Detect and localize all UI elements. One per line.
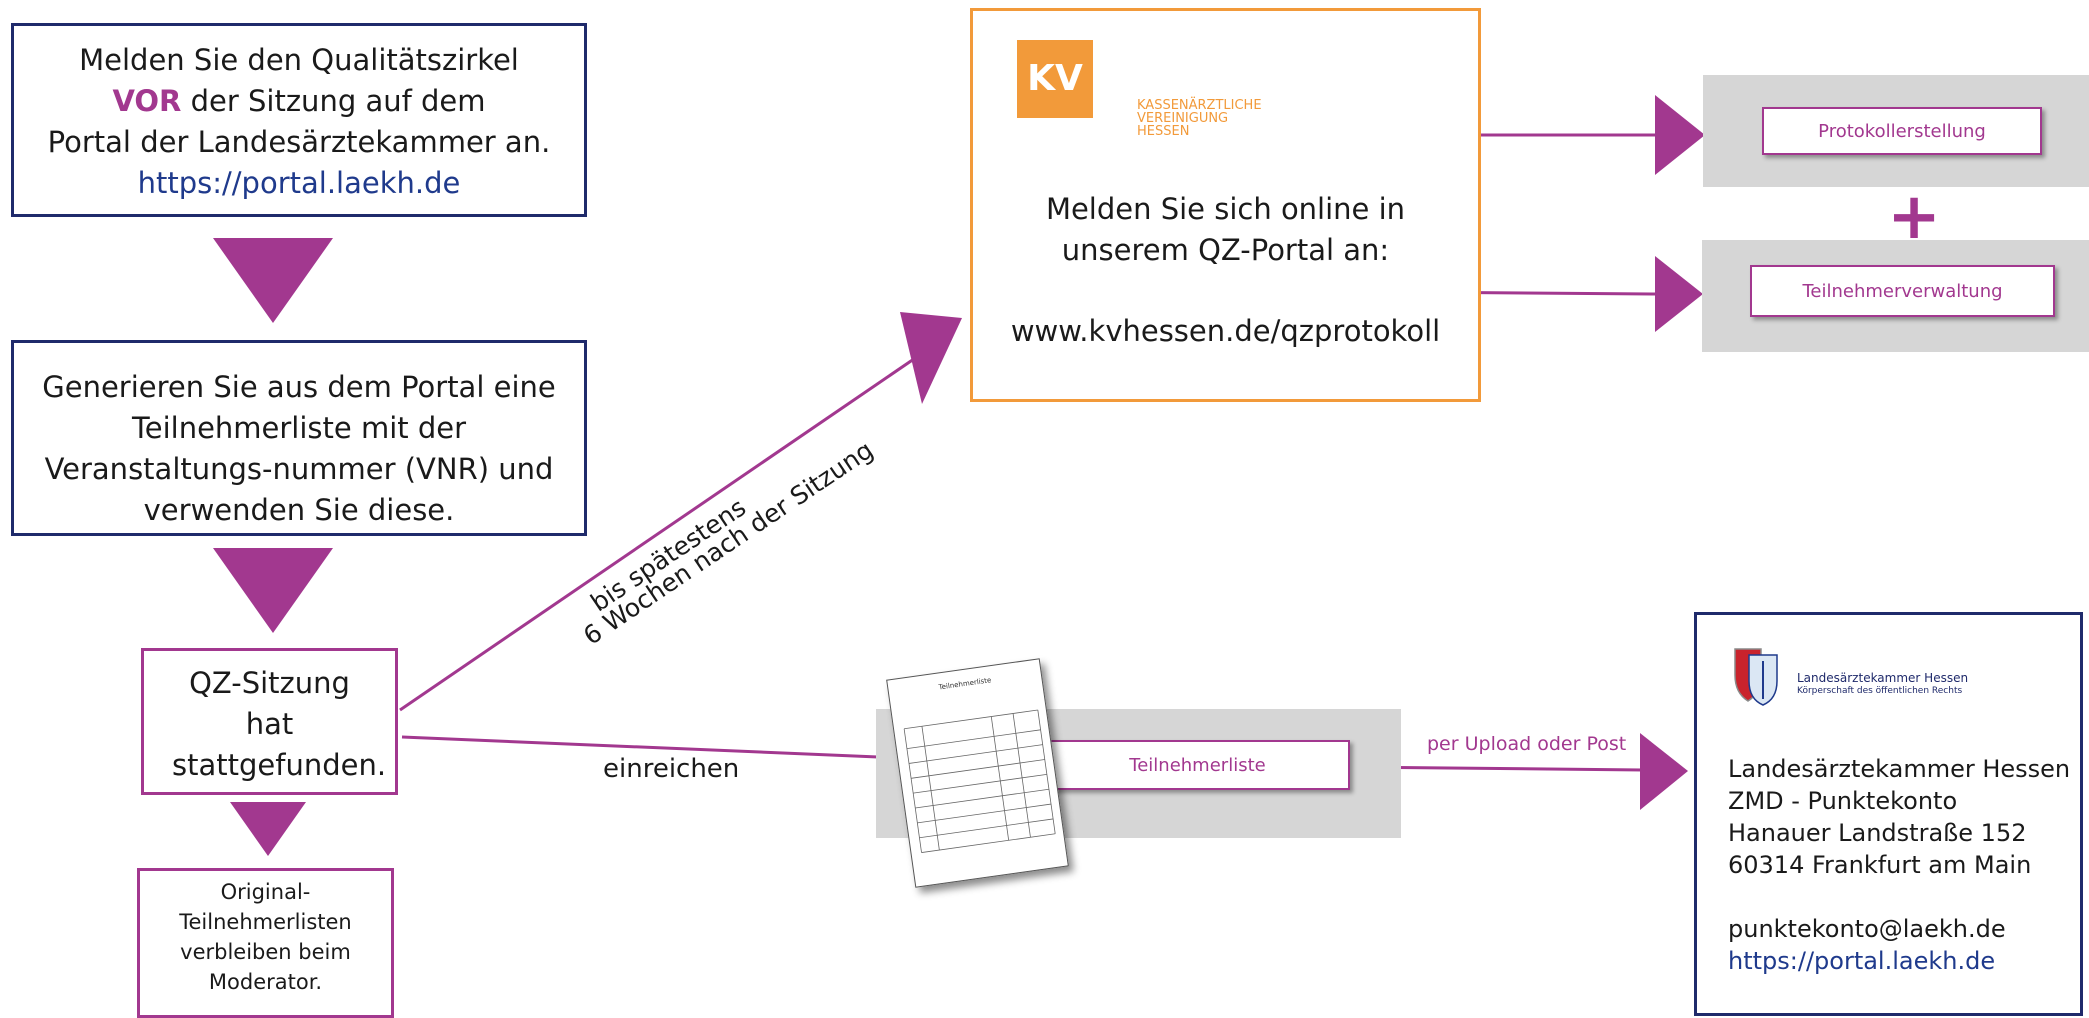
session-box: QZ-Sitzung hat stattgefunden. <box>141 648 398 795</box>
register-line2: VOR der Sitzung auf dem <box>14 81 584 122</box>
register-vor: VOR <box>112 84 182 118</box>
kv-portal-box: KV KASSENÄRZTLICHE VEREINIGUNG HESSEN Me… <box>970 8 1481 402</box>
laekh-logo-sub: Körperschaft des öffentlichen Rechts <box>1797 686 1963 696</box>
down-arrow-1 <box>213 238 333 323</box>
generate-box: Generieren Sie aus dem Portal eine Teiln… <box>11 340 587 536</box>
register-portal-link[interactable]: https://portal.laekh.de <box>137 166 461 200</box>
teilnehmerliste-document: Teilnehmerliste <box>886 658 1069 888</box>
einreichen-label: einreichen <box>603 754 740 784</box>
laekh-email[interactable]: punktekonto@laekh.de <box>1728 915 2006 943</box>
register-box: Melden Sie den Qualitätszirkel VOR der S… <box>11 23 587 217</box>
laekh-logo-name: Landesärztekammer Hessen <box>1797 671 1969 685</box>
laekh-addr1: Landesärztekammer Hessen <box>1728 755 2071 783</box>
laekh-portal-link[interactable]: https://portal.laekh.de <box>1728 947 1996 975</box>
protokoll-arrowhead <box>1655 95 1705 175</box>
register-line1: Melden Sie den Qualitätszirkel <box>79 43 519 77</box>
laekh-addr3: Hanauer Landstraße 152 <box>1728 819 2027 847</box>
einreichen-line <box>401 735 879 759</box>
generate-text: Generieren Sie aus dem Portal eine Teiln… <box>42 370 556 527</box>
upload-arrowhead <box>1640 733 1688 810</box>
kv-instruction: Melden Sie sich online in unserem QZ-Por… <box>973 189 1478 271</box>
laekh-address: Landesärztekammer Hessen ZMD - Punktekon… <box>1728 753 2070 977</box>
kv-url[interactable]: www.kvhessen.de/qzprotokoll <box>1010 314 1441 348</box>
upload-label: per Upload oder Post <box>1427 733 1627 755</box>
document-table <box>903 709 1056 853</box>
kv-logo-text: KASSENÄRZTLICHE VEREINIGUNG HESSEN <box>1137 99 1262 138</box>
diagonal-label-line2: 6 Wochen nach der Sitzung <box>578 435 878 651</box>
plus-icon: + <box>1887 180 1941 254</box>
down-arrow-2 <box>213 548 333 633</box>
laekh-addr4: 60314 Frankfurt am Main <box>1728 851 2032 879</box>
kv-logo-line2: VEREINIGUNG <box>1137 111 1229 126</box>
kv-logo-icon: KV <box>1017 40 1093 118</box>
kv-logo-line3: HESSEN <box>1137 124 1190 139</box>
kv-logo-line1: KASSENÄRZTLICHE <box>1137 98 1262 113</box>
diagonal-line <box>399 346 931 712</box>
teilnehmer-arrowhead <box>1655 256 1703 332</box>
original-box: Original-Teilnehmerlisten verbleiben bei… <box>137 868 394 1018</box>
diagonal-arrowhead <box>900 312 962 404</box>
session-text: QZ-Sitzung hat stattgefunden. <box>172 666 387 782</box>
protokollerstellung-button[interactable]: Protokollerstellung <box>1762 107 2042 155</box>
original-text: Original-Teilnehmerlisten verbleiben bei… <box>179 880 352 994</box>
laekh-addr2: ZMD - Punktekonto <box>1728 787 1958 815</box>
laekh-crest-icon <box>1731 645 1781 707</box>
down-arrow-3 <box>230 802 306 856</box>
laekh-box: Landesärztekammer Hessen Körperschaft de… <box>1694 612 2083 1016</box>
kv-line2: unserem QZ-Portal an: <box>1061 233 1390 267</box>
teilnehmerliste-button[interactable]: Teilnehmerliste <box>1045 740 1350 790</box>
register-line2-rest: der Sitzung auf dem <box>181 84 486 118</box>
kv-line1: Melden Sie sich online in <box>1045 192 1406 226</box>
register-line3: Portal der Landesärztekammer an. <box>47 125 551 159</box>
teilnehmerverwaltung-button[interactable]: Teilnehmerverwaltung <box>1750 265 2055 317</box>
